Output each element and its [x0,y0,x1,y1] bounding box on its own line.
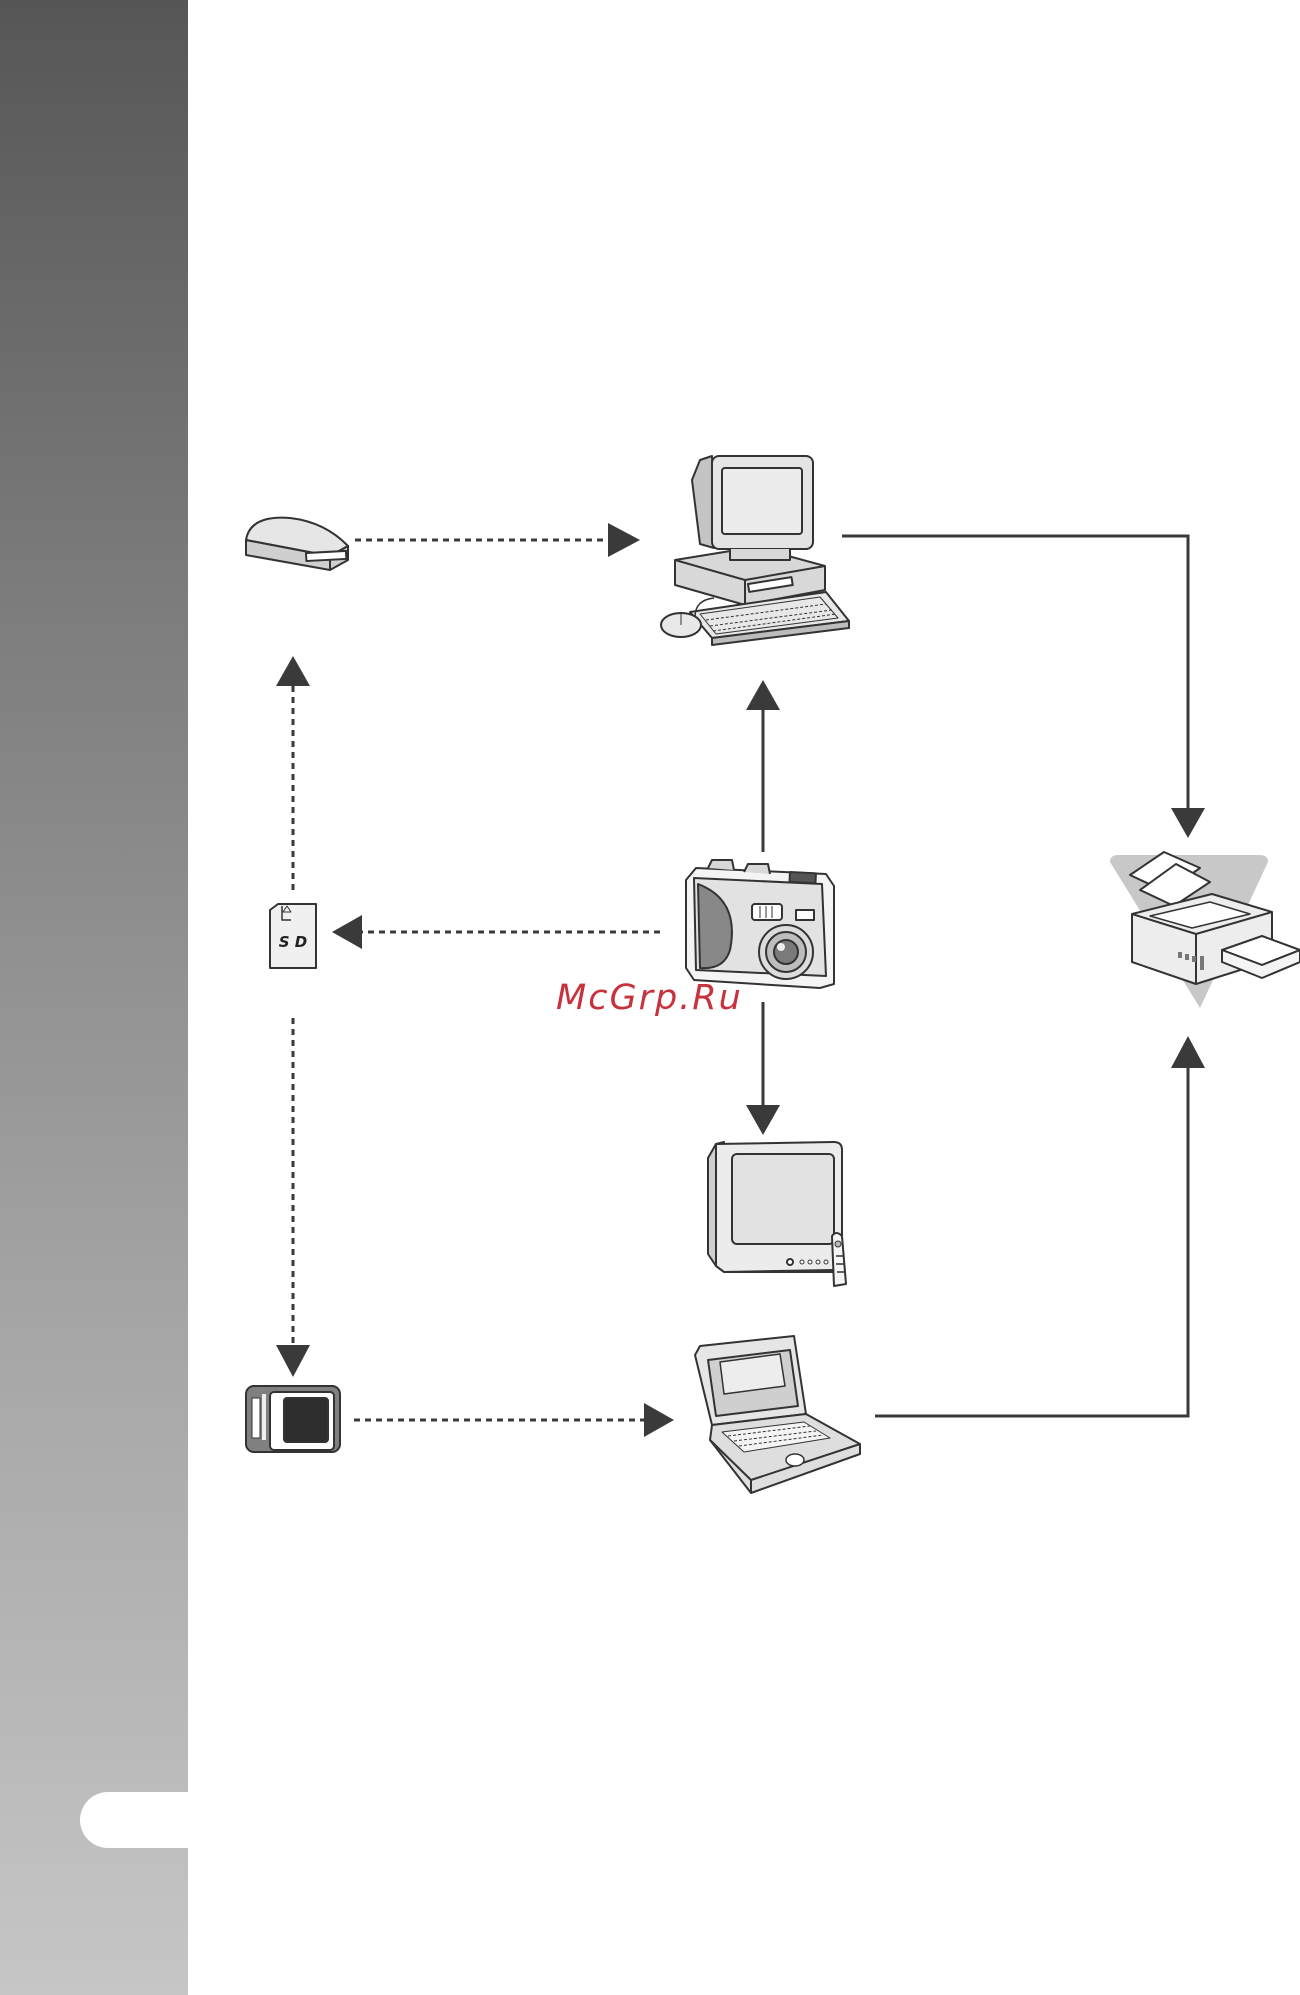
sd-card-icon: S D [270,904,316,968]
watermark: McGrp.Ru [556,978,743,1018]
digital-camera-icon [686,860,834,988]
laptop-icon [695,1336,860,1493]
pc-card-adapter-icon [246,1386,340,1452]
printer-icon [1110,852,1300,1008]
arrow-camera-to-sd-card [332,915,660,949]
arrow-camera-to-computer [746,680,780,852]
svg-text:S D: S D [279,933,307,951]
card-reader-icon [246,518,348,570]
arrow-sd-card-to-pc-card-adapter [276,1018,310,1377]
arrow-card-reader-to-computer [355,523,640,557]
arrow-computer-to-printer [842,536,1205,838]
arrow-camera-to-tv [746,1002,780,1135]
television-icon [708,1142,846,1286]
arrow-laptop-to-printer [875,1036,1205,1416]
desktop-computer-icon [661,456,849,645]
arrow-pc-card-to-laptop [354,1403,674,1437]
arrow-sd-card-to-card-reader [276,656,310,890]
